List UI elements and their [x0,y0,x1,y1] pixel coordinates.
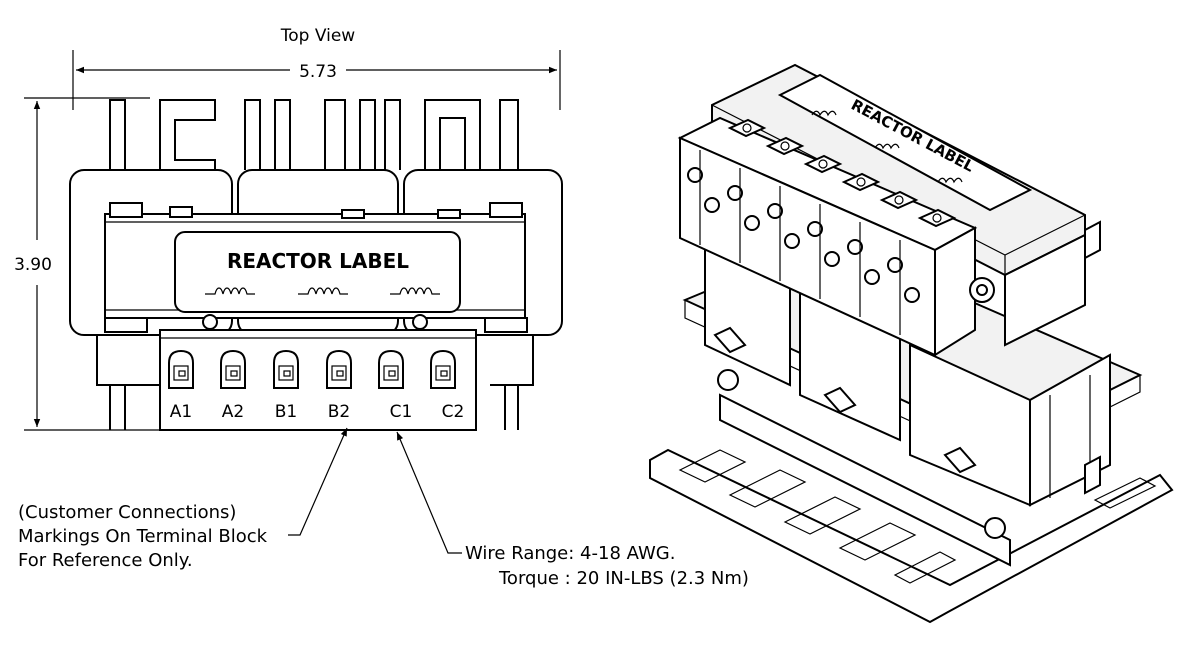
top-view: Top View 5.73 3.90 [14,26,563,554]
terminal-label-a1: A1 [170,402,192,422]
terminal-label-c1: C1 [390,402,413,422]
isometric-view: REACTOR LABEL [649,63,1174,624]
terminal-cells [168,349,456,389]
terminal-label-b2: B2 [328,402,350,422]
terminal-screw-c2 [430,349,456,389]
iso-terminal-cell [767,154,843,281]
reactor-label-text: REACTOR LABEL [227,249,409,273]
iso-terminal-cells [687,118,957,335]
iso-terminal-cell [727,136,805,263]
terminal-screw-b2 [326,349,352,389]
height-dimension: 3.90 [14,97,165,431]
svg-text:Torque : 20 IN-LBS (2.3 Nm): Torque : 20 IN-LBS (2.3 Nm) [498,568,749,589]
wire-range-leader [396,431,462,554]
mounting-bracket-top [109,99,519,170]
customer-connections-note: (Customer Connections) Markings On Termi… [18,502,268,571]
terminal-screw-a2 [220,349,246,389]
iso-bracket-slots [678,449,1157,584]
terminal-screw-b1 [273,349,299,389]
iso-terminal-cell [847,190,919,317]
terminal-label-a2: A2 [222,402,244,422]
svg-text:Wire Range: 4-18 AWG.: Wire Range: 4-18 AWG. [465,543,675,564]
width-dimension-value: 5.73 [299,62,337,82]
coil-symbols [205,287,440,295]
iso-base-bracket [649,448,1174,624]
svg-text:(Customer Connections): (Customer Connections) [18,502,236,523]
height-dimension-value: 3.90 [14,255,52,275]
terminal-screw-c1 [378,349,404,389]
iso-terminal-cell [807,172,881,299]
width-dimension: 5.73 [72,50,561,110]
iso-terminal-block [677,116,978,357]
terminal-label-c2: C2 [442,402,465,422]
iso-terminal-cell [687,118,767,245]
svg-text:For Reference Only.: For Reference Only. [18,550,193,571]
iso-clamp-tabs [713,326,977,474]
iso-terminal-cell [887,208,957,335]
terminal-label-b1: B1 [275,402,297,422]
reactor-label-plate: REACTOR LABEL [174,231,461,313]
svg-text:Markings On Terminal Block: Markings On Terminal Block [18,526,268,547]
connections-leader [288,427,348,536]
wire-range-note: Wire Range: 4-18 AWG. Torque : 20 IN-LBS… [465,543,749,589]
terminal-screw-a1 [168,349,194,389]
top-view-title: Top View [280,26,356,46]
iso-vertical-plate [719,393,1011,567]
terminal-labels: A1 A2 B1 B2 C1 C2 [170,402,465,422]
terminal-block [159,329,477,431]
